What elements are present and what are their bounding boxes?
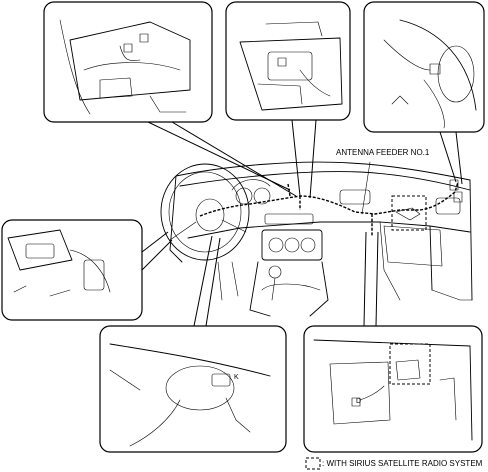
detail-panel-top-right <box>363 1 485 133</box>
detail-panel-top-center <box>225 1 351 121</box>
detail-panel-bottom-left <box>99 325 287 453</box>
legend-text: : WITH SIRIUS SATELLITE RADIO SYSTEM <box>322 459 483 468</box>
harness-route <box>199 181 459 217</box>
detail-panel-left <box>1 219 143 321</box>
legend-dashed-box <box>305 457 321 470</box>
connector-d-label: D <box>356 398 362 405</box>
callout-lines <box>141 119 463 327</box>
detail-panel-top-left <box>43 1 213 123</box>
detail-panel-bottom-right <box>303 325 483 453</box>
sirius-region-main <box>391 195 427 231</box>
antenna-feeder-leader <box>361 161 371 215</box>
dashboard-illustration <box>160 161 473 317</box>
antenna-feeder-label: ANTENNA FEEDER NO.1 <box>336 148 430 157</box>
connector-k-label: K <box>234 374 239 381</box>
